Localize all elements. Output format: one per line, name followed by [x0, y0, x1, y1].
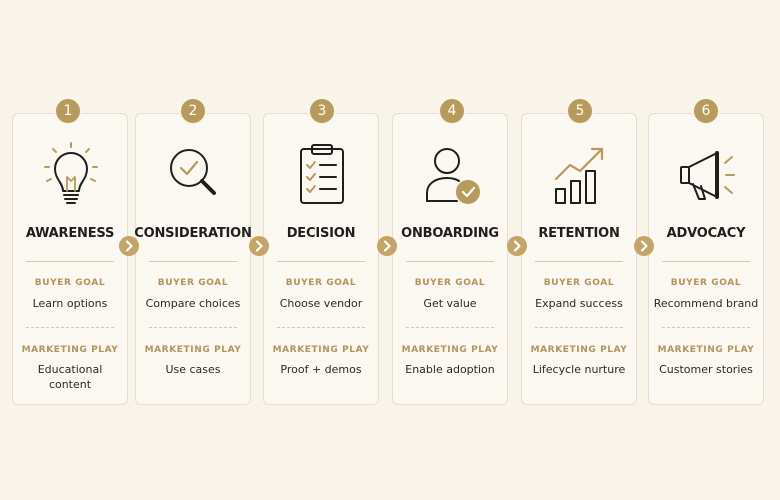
stage-title: ONBOARDING [401, 226, 499, 241]
stage-number-badge: 2 [181, 99, 205, 123]
clipboard-checklist-icon [292, 141, 352, 207]
stage-card-decision: DECISION BUYER GOAL Choose vendor MARKET… [263, 113, 379, 405]
stage-card-awareness: AWARENESS BUYER GOAL Learn options MARKE… [12, 113, 128, 405]
marketing-play-label: MARKETING PLAY [657, 345, 755, 355]
stage-number-badge: 6 [694, 99, 718, 123]
user-check-icon [421, 141, 481, 207]
dashed-divider [26, 327, 114, 328]
lightbulb-icon [41, 141, 101, 207]
marketing-play-label: MARKETING PLAY [530, 345, 628, 355]
divider [662, 261, 750, 262]
buyer-goal-label: BUYER GOAL [543, 278, 615, 288]
buyer-goal-text: Learn options [32, 297, 108, 310]
marketing-play-text: Use cases [165, 363, 221, 376]
stage-title: AWARENESS [25, 226, 115, 241]
buyer-goal-label: BUYER GOAL [34, 278, 106, 288]
buyer-goal-text: Get value [423, 297, 477, 310]
stage-card-onboarding: ONBOARDING BUYER GOAL Get value MARKETIN… [392, 113, 508, 405]
divider [277, 261, 365, 262]
chevron-right-icon [634, 236, 654, 256]
chevron-right-icon [119, 236, 139, 256]
marketing-play-text: Customer stories [659, 363, 753, 376]
buyer-goal-text: Recommend brand [653, 297, 759, 310]
dashed-divider [406, 327, 494, 328]
stage-card-retention: RETENTION BUYER GOAL Expand success MARK… [521, 113, 637, 405]
stage-number-badge: 4 [440, 99, 464, 123]
chevron-right-icon [507, 236, 527, 256]
dashed-divider [662, 327, 750, 328]
stage-card-advocacy: ADVOCACY BUYER GOAL Recommend brand MARK… [648, 113, 764, 405]
dashed-divider [535, 327, 623, 328]
dashed-divider [277, 327, 365, 328]
marketing-play-text: Proof + demos [280, 363, 362, 376]
stage-title: ADVOCACY [666, 226, 746, 241]
marketing-play-label: MARKETING PLAY [21, 345, 119, 355]
stage-title: CONSIDERATION [134, 226, 252, 241]
megaphone-icon [677, 141, 737, 207]
divider [26, 261, 114, 262]
divider [406, 261, 494, 262]
magnifier-check-icon [164, 141, 224, 207]
marketing-play-text: Educational content [37, 363, 103, 391]
marketing-play-label: MARKETING PLAY [144, 345, 242, 355]
marketing-play-label: MARKETING PLAY [272, 345, 370, 355]
stage-number-badge: 3 [310, 99, 334, 123]
chevron-right-icon [249, 236, 269, 256]
buyer-goal-label: BUYER GOAL [285, 278, 357, 288]
marketing-play-label: MARKETING PLAY [401, 345, 499, 355]
stage-number-badge: 5 [568, 99, 592, 123]
chevron-right-icon [377, 236, 397, 256]
marketing-play-text: Enable adoption [405, 363, 495, 376]
stage-title: DECISION [286, 226, 356, 241]
buyer-goal-text: Expand success [535, 297, 623, 310]
stage-card-consideration: CONSIDERATION BUYER GOAL Compare choices… [134, 113, 252, 405]
buyer-goal-label: BUYER GOAL [414, 278, 486, 288]
divider [535, 261, 623, 262]
stage-title: RETENTION [538, 226, 620, 241]
dashed-divider [149, 327, 237, 328]
buyer-goal-label: BUYER GOAL [157, 278, 229, 288]
stage-number-badge: 1 [56, 99, 80, 123]
marketing-play-text: Lifecycle nurture [532, 363, 626, 376]
buyer-goal-label: BUYER GOAL [670, 278, 742, 288]
growth-chart-icon [550, 141, 610, 207]
buyer-goal-text: Compare choices [145, 297, 241, 310]
divider [149, 261, 237, 262]
buyer-goal-text: Choose vendor [279, 297, 363, 310]
